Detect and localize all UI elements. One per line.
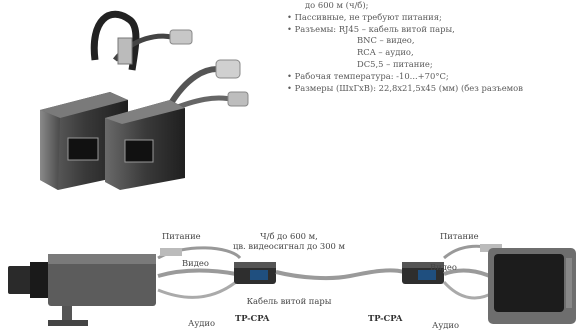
- specs-list: до 600 м (ч/б); • Пассивные, не требуют …: [287, 0, 578, 94]
- spec-line: • Разъемы: RJ45 – кабель витой пары,: [287, 23, 455, 34]
- spec-line: RCA – аудио,: [357, 47, 414, 58]
- spec-line: до 600 м (ч/б);: [305, 0, 369, 10]
- device-left-label: TP-CPA: [235, 313, 270, 323]
- monitor-icon: [488, 248, 576, 324]
- spec-line: • Размеры (ШхГхВ): 22,8х21,5х45 (мм) (бе…: [287, 82, 523, 93]
- spec-line: • Рабочая температура: -10...+70°С;: [287, 70, 449, 81]
- spec-line: DC5,5 – питание;: [357, 58, 433, 69]
- cable-label: Кабель витой пары: [246, 296, 332, 306]
- power-right-label: Питание: [440, 231, 479, 241]
- connection-diagram: [8, 244, 576, 326]
- audio-left-label: Аудио: [188, 318, 216, 328]
- product-photo: [40, 10, 249, 190]
- audio-right-label: Аудио: [432, 320, 460, 330]
- camera-icon: [8, 254, 156, 326]
- video-right-label: Видео: [430, 262, 457, 272]
- distance-label-line1: Ч/б до 600 м,: [260, 231, 318, 241]
- power-left-label: Питание: [162, 231, 201, 241]
- transceiver-left-icon: [234, 262, 276, 284]
- spec-line: • Пассивные, не требуют питания;: [287, 11, 442, 22]
- spec-line: BNC – видео,: [357, 35, 415, 46]
- distance-label-line2: цв. видеосигнал до 300 м: [232, 241, 346, 251]
- video-left-label: Видео: [182, 258, 209, 268]
- device-right-label: TP-CPA: [368, 313, 403, 323]
- transceiver-right-icon: [402, 262, 444, 284]
